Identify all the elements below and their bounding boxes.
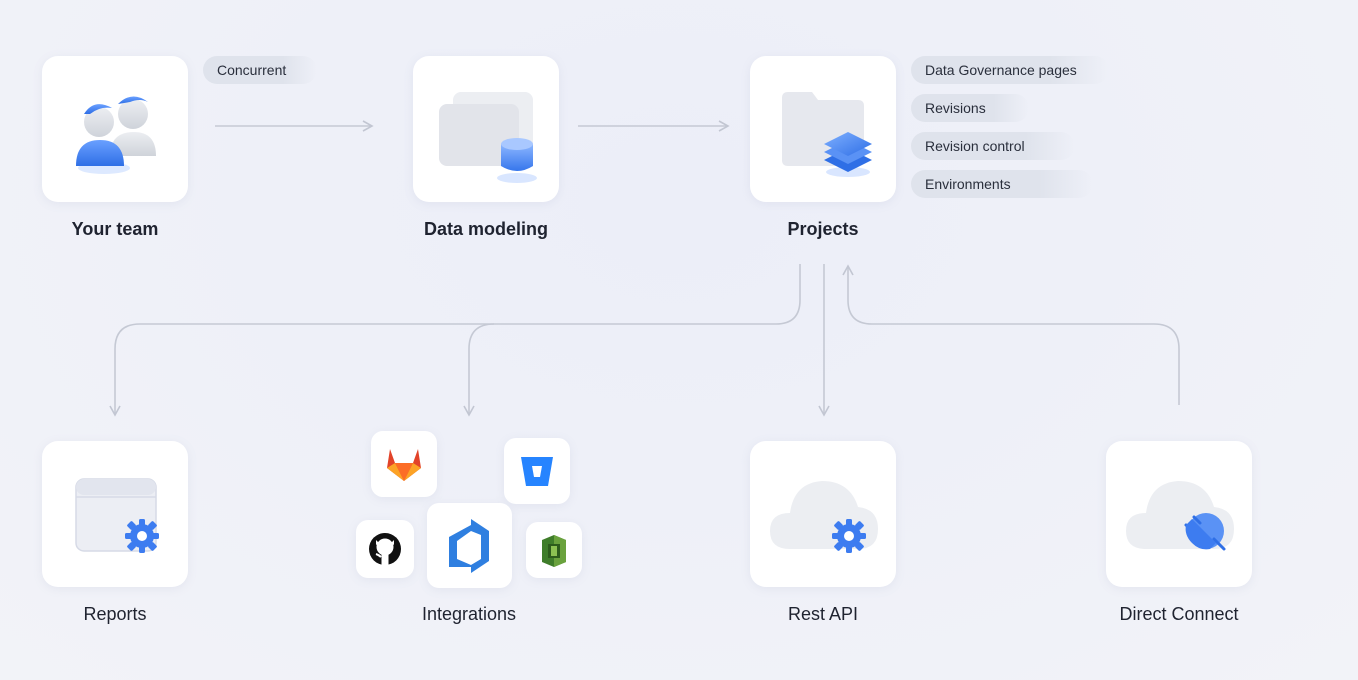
github-icon (369, 533, 401, 565)
integration-gitlab[interactable] (371, 431, 437, 497)
label-integrations: Integrations (421, 604, 517, 624)
integration-azure-devops[interactable] (427, 503, 512, 588)
cloud-gear-icon (770, 481, 878, 553)
node-your-team[interactable] (42, 56, 188, 202)
folder-layers-icon (782, 92, 872, 177)
feature-pill: Data Governance pages (911, 56, 1109, 84)
label-reports: Reports (83, 604, 147, 624)
label-direct-connect: Direct Connect (1119, 604, 1239, 624)
report-settings-icon (75, 478, 159, 553)
arrow-projects-to-reports (109, 264, 801, 417)
arrow-projects-to-integrations (463, 323, 495, 417)
integration-bitbucket[interactable] (504, 438, 570, 504)
label-rest-api: Rest API (787, 604, 859, 624)
integration-aws-codecommit[interactable] (526, 522, 582, 578)
cloud-plug-icon (1126, 481, 1234, 551)
edge-label-concurrent: Concurrent (203, 56, 317, 84)
label-your-team: Your team (71, 219, 159, 239)
feature-pill: Revisions (911, 94, 1029, 122)
azure-devops-icon (449, 519, 489, 573)
gitlab-icon (387, 449, 421, 481)
database-icon (439, 92, 537, 183)
aws-codecommit-icon (542, 535, 566, 567)
node-projects[interactable] (750, 56, 896, 202)
node-reports[interactable] (42, 441, 188, 587)
arrow-direct-connect-to-projects (842, 264, 1180, 405)
integration-github[interactable] (356, 520, 414, 578)
feature-pill: Environments (911, 170, 1093, 198)
bitbucket-icon (521, 457, 553, 486)
team-icon (76, 96, 156, 174)
label-projects: Projects (787, 219, 859, 239)
node-direct-connect[interactable] (1106, 441, 1252, 587)
feature-pill: Revision control (911, 132, 1075, 160)
node-data-modeling[interactable] (413, 56, 559, 202)
label-data-modeling: Data modeling (423, 219, 548, 239)
node-rest-api[interactable] (750, 441, 896, 587)
